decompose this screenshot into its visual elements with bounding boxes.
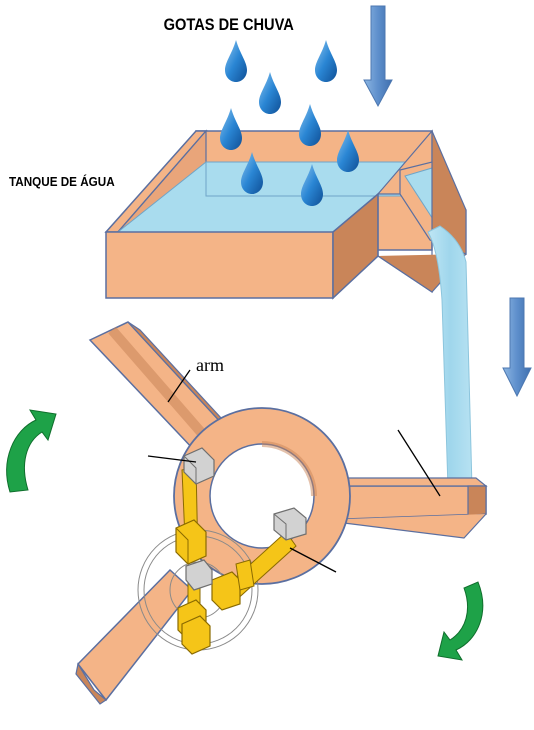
rain-drops-label: GOTAS DE CHUVA xyxy=(164,16,295,34)
water-tank xyxy=(104,129,467,300)
raindrop-icon xyxy=(315,40,337,82)
raindrop-icon xyxy=(241,152,263,194)
arm-label: arm xyxy=(196,355,224,375)
raindrop-icon xyxy=(225,40,247,82)
flow-direction-arrow-icon xyxy=(502,297,532,398)
rain-direction-arrow-icon xyxy=(363,5,393,108)
gear-mechanism xyxy=(175,447,307,655)
wheel-arms xyxy=(75,321,488,705)
raindrop-icon xyxy=(337,130,359,172)
raindrop-icon xyxy=(259,72,281,114)
raindrop-icon xyxy=(301,164,323,206)
pointer-lines xyxy=(147,369,441,573)
raindrop-icon xyxy=(299,104,321,146)
water-tank-label: TANQUE DE ÁGUA xyxy=(9,173,115,189)
rotation-arrow-right-icon xyxy=(437,581,484,661)
rotation-arrow-left-icon xyxy=(6,409,57,493)
water-stream xyxy=(427,225,473,489)
raindrops xyxy=(220,40,359,206)
raindrop-icon xyxy=(220,108,242,150)
